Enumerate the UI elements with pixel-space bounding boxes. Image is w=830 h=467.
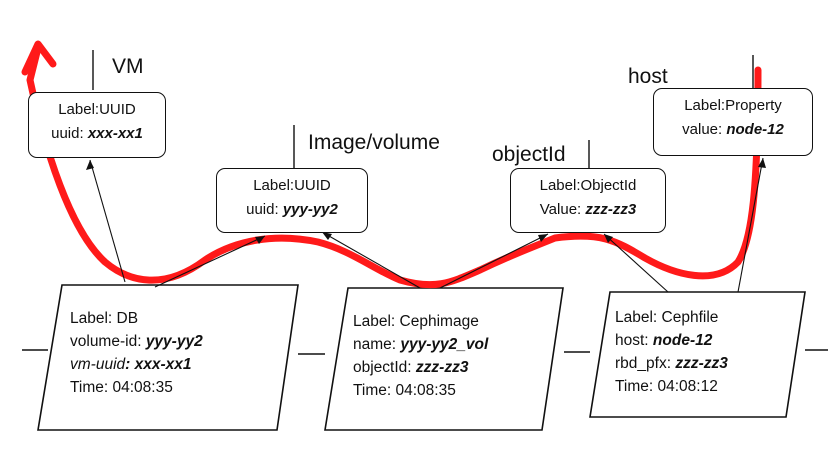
record-field: volume-id: yyy-yy2 (70, 330, 203, 353)
arrow-cephimage-to-image (321, 231, 421, 289)
arrow-cephfile-to-object-head (604, 234, 613, 243)
node-key: value: (682, 121, 723, 138)
vm-tag: VM (112, 55, 144, 78)
image-volume-tag: Image/volume (308, 131, 440, 154)
record-field: name: yyy-yy2_vol (353, 333, 488, 356)
record-key: volume-id: (70, 333, 142, 350)
node-value: zzz-zz3 (585, 201, 637, 218)
record-value: : xxx-xx1 (125, 356, 192, 373)
node-value-line: uuid: xxx-xx1 (29, 122, 165, 146)
node-value-line: value: node-12 (654, 118, 812, 142)
db-record: Label: DB volume-id: yyy-yy2 vm-uuid: xx… (70, 307, 203, 399)
node-key: uuid: (246, 201, 279, 218)
record-field: vm-uuid: xxx-xx1 (70, 353, 203, 376)
node-label: Label:UUID (58, 101, 136, 118)
arrow-cephfile-to-object (603, 233, 669, 293)
node-label: Label:Property (684, 97, 782, 114)
cephimage-record: Label: Cephimage name: yyy-yy2_vol objec… (353, 310, 488, 402)
image-uuid-node: Label:UUID uuid: yyy-yy2 (216, 168, 368, 233)
node-label: Label:UUID (253, 177, 331, 194)
record-key: rbd_pfx: (615, 355, 672, 372)
node-value: yyy-yy2 (282, 201, 338, 218)
vm-uuid-node: Label:UUID uuid: xxx-xx1 (28, 92, 166, 158)
arrow-cephfile-to-host-head (758, 158, 766, 168)
node-value-line: uuid: yyy-yy2 (217, 198, 367, 222)
record-field: host: node-12 (615, 329, 728, 352)
arrow-cephfile-to-host (737, 157, 764, 293)
node-value: node-12 (726, 121, 784, 138)
record-value: zzz-zz3 (415, 359, 469, 376)
arrow-db-to-vm (89, 159, 126, 283)
record-label: Label: DB (70, 310, 139, 327)
arrow-db-to-vm-head (86, 160, 94, 170)
record-value: zzz-zz3 (675, 355, 728, 372)
record-label: Label: Cephimage (353, 313, 479, 330)
record-value: yyy-yy2 (145, 333, 203, 350)
record-key: objectId: (353, 359, 412, 376)
record-time: Time: 04:08:12 (615, 378, 718, 395)
cephfile-record-shape (589, 291, 806, 418)
cephimage-record-shape (324, 287, 564, 431)
record-value: node-12 (652, 332, 713, 349)
db-record-shape (37, 284, 299, 431)
record-time: Time: 04:08:35 (353, 382, 456, 399)
object-id-node: Label:ObjectId Value: zzz-zz3 (510, 168, 666, 233)
node-value: xxx-xx1 (87, 125, 143, 142)
arrow-cephimage-to-image-head (322, 232, 332, 240)
trace-arrow-head (21, 40, 57, 76)
record-key: name: (353, 336, 397, 353)
cephfile-record: Label: Cephfile host: node-12 rbd_pfx: z… (615, 306, 728, 398)
node-value-line: Value: zzz-zz3 (511, 198, 665, 222)
record-key: host: (615, 332, 649, 349)
host-tag: host (628, 65, 668, 88)
record-key: vm-uuid (70, 356, 126, 373)
record-value: yyy-yy2_vol (400, 336, 489, 353)
arrow-cephimage-to-object (439, 233, 549, 289)
record-field: rbd_pfx: zzz-zz3 (615, 352, 728, 375)
arrow-db-to-image-head (255, 236, 265, 244)
node-label: Label:ObjectId (539, 177, 637, 194)
record-label: Label: Cephfile (615, 309, 719, 326)
node-key: uuid: (51, 125, 84, 142)
arrow-cephimage-to-object-head (538, 234, 548, 242)
node-key: Value: (539, 201, 582, 218)
object-id-tag: objectId (492, 143, 566, 166)
record-field: objectId: zzz-zz3 (353, 356, 488, 379)
trace-path (26, 44, 762, 289)
host-property-node: Label:Property value: node-12 (653, 88, 813, 156)
record-time: Time: 04:08:35 (70, 379, 173, 396)
arrow-db-to-image (154, 235, 266, 288)
